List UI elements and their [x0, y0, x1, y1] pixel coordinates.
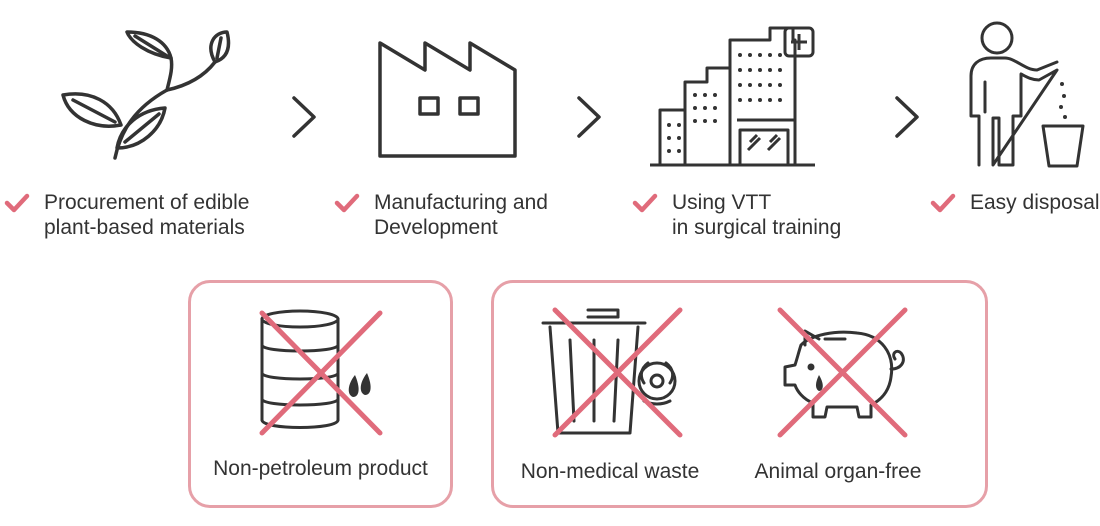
panel-label-non-petroleum: Non-petroleum product — [213, 457, 428, 480]
step-easy-disposal: Easy disposal — [930, 190, 1100, 215]
chevron-right-icon — [290, 95, 318, 144]
panel-label-non-medical-waste: Non-medical waste — [520, 460, 700, 483]
step-label-text: Easy disposal — [970, 191, 1100, 214]
plant-leaves-icon — [55, 30, 235, 165]
chevron-right-icon — [575, 95, 603, 144]
check-icon — [632, 193, 658, 213]
panel-non-petroleum — [188, 280, 453, 508]
check-icon — [930, 193, 956, 213]
panel-label-animal-organ-free: Animal organ-free — [754, 460, 922, 483]
hospital-building-icon — [645, 20, 820, 170]
factory-icon — [375, 38, 520, 160]
chevron-right-icon — [893, 95, 921, 144]
person-trash-icon — [965, 18, 1090, 168]
pig-icon — [775, 305, 915, 440]
check-icon — [334, 193, 360, 213]
check-icon — [4, 193, 30, 213]
biohazard-bin-icon — [540, 305, 700, 440]
oil-barrel-icon — [255, 305, 390, 440]
